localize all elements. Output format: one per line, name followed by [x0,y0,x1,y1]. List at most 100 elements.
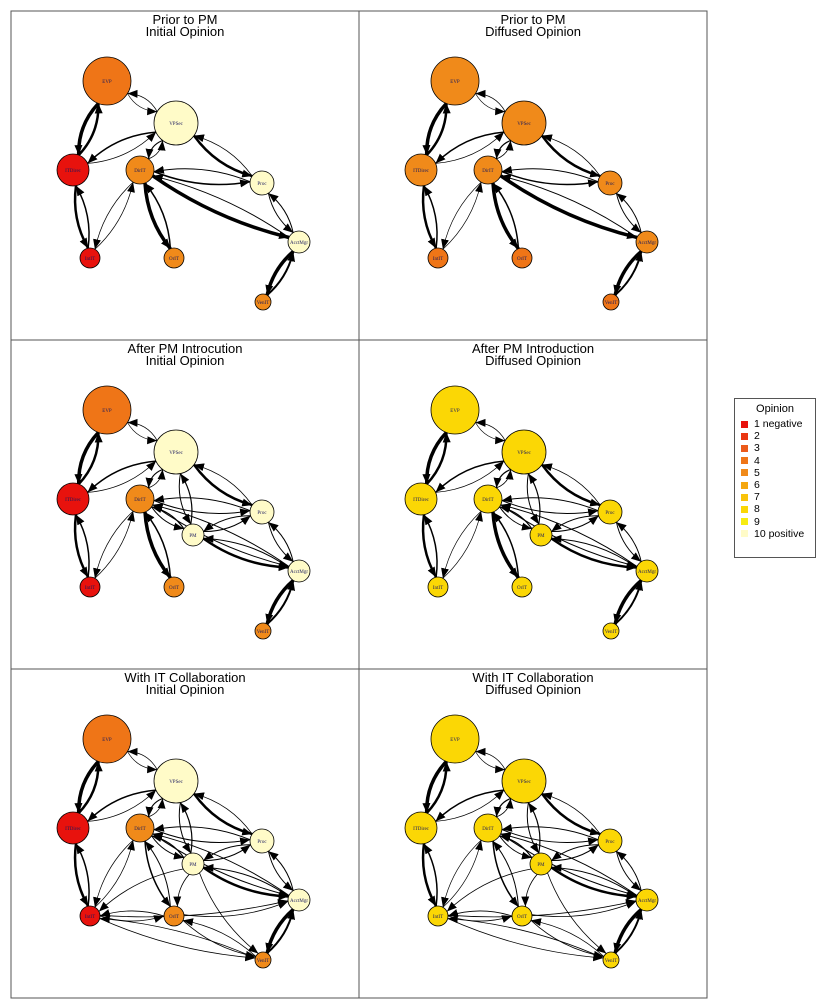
edge-ITDirec-VPSec [87,131,157,164]
edge-OrIT-VenIT [530,920,604,959]
edge-ITDirec-VPSec [87,460,157,493]
edge-DirIT-IntIT [441,181,482,250]
edge-AcctMgr-DirIT [500,174,638,238]
node-label: Proc [605,511,615,516]
edge-AcctMgr-DirIT [152,174,290,238]
edge-AcctMgr-PM [551,534,637,568]
legend-swatch [741,469,748,477]
panel-title: After PM Introduction [472,341,594,356]
edge-PM-VenIT [547,872,607,954]
node-label: VPSec [517,122,531,127]
edge-VenIT-IntIT [99,915,256,959]
legend-item: 10 positive [735,528,815,540]
node-ITDirec [56,153,90,187]
node-OrIT [511,247,533,269]
node-label: Proc [257,840,267,845]
edge-PM-IntIT [446,868,532,912]
edge-VPSec-DirIT [145,797,163,817]
edge-VenIT-OrIT [530,918,605,957]
node-label: AcctMgr [290,570,308,575]
node-label: IntIT [85,257,95,262]
edge-VPSec-PM [178,802,192,854]
edge-DirIT-VPSec [148,469,166,489]
edge-DirIT-Proc [501,829,599,846]
edge-VPSec-PM [526,473,540,525]
node-IntIT [79,576,101,598]
panel-subtitle: Initial Opinion [146,24,225,39]
edge-DirIT-VPSec [148,140,166,160]
panel-subtitle: Diffused Opinion [485,353,581,368]
edge-ITDirec-EVP [77,761,103,814]
legend-label: 9 [754,515,760,528]
node-Proc [249,499,275,525]
edge-IntIT-ITDirec [423,185,438,249]
node-DirIT [125,813,155,843]
edge-VPSec-EVP [127,89,158,112]
edge-DirIT-PM [151,835,185,860]
node-AcctMgr [287,230,311,254]
edge-Proc-PM [203,515,251,532]
edge-Proc-VPSec [193,463,253,506]
edge-AcctMgr-VenIT [265,908,295,954]
node-IntIT [427,576,449,598]
legend-swatch [741,493,748,501]
node-label: EVP [450,409,460,414]
edge-DirIT-AcctMgr [500,833,638,898]
legend-item: 4 [735,455,815,467]
edge-ITDirec-EVP [425,432,451,485]
node-ITDirec [404,153,438,187]
edge-OrIT-DirIT [144,182,172,249]
edge-layer [73,747,296,962]
legend-item: 7 [735,491,815,503]
node-label: DirIT [134,827,145,832]
edge-DirIT-VPSec [496,469,514,489]
edge-IntIT-AcctMgr [99,899,289,918]
edge-IntIT-DirIT [442,182,483,250]
edge-DirIT-AcctMgr [152,504,290,569]
edge-Proc-DirIT [501,165,599,183]
edge-EVP-VPSec [127,751,158,774]
edge-VenIT-OrIT [182,918,257,957]
edge-IntIT-ITDirec [75,185,90,249]
edge-AcctMgr-VenIT [265,579,295,625]
edge-PM-AcctMgr [550,537,637,572]
node-label: AcctMgr [638,899,656,904]
node-label: DirIT [134,169,145,174]
edge-VenIT-AcctMgr [266,909,296,954]
node-label: EVP [102,738,112,743]
edge-PM-IntIT [98,868,184,912]
node-OrIT [511,905,533,927]
legend-swatch [741,420,748,428]
edge-Proc-VPSec [541,134,601,177]
node-label: Proc [257,511,267,516]
edge-OrIT-AcctMgr [183,901,289,918]
edge-VPSec-DirIT [145,468,163,488]
legend-label: 10 positive [754,527,805,540]
edge-Proc-DirIT [153,494,251,512]
edge-DirIT-IntIT [441,839,482,908]
edge-AcctMgr-VenIT [613,250,643,296]
edge-VPSec-DirIT [493,797,511,817]
node-label: PM [537,534,545,539]
edge-DirIT-VPSec [496,140,514,160]
node-PM [181,852,205,876]
node-label: DirIT [134,498,145,503]
edge-VPSec-DirIT [145,139,163,159]
edge-EVP-VPSec [475,93,506,116]
edge-DirIT-IntIT [93,510,134,579]
edge-ITDirec-VPSec [87,789,157,822]
edge-OrIT-IntIT [447,909,513,917]
node-label: DirIT [482,498,493,503]
legend-item: 6 [735,479,815,491]
node-PM [181,523,205,547]
node-DirIT [473,813,503,843]
edge-VenIT-AcctMgr [614,251,644,296]
node-label: DirIT [482,169,493,174]
legend-item: 5 [735,467,815,479]
edge-DirIT-IntIT [93,839,134,908]
node-EVP [82,714,132,764]
